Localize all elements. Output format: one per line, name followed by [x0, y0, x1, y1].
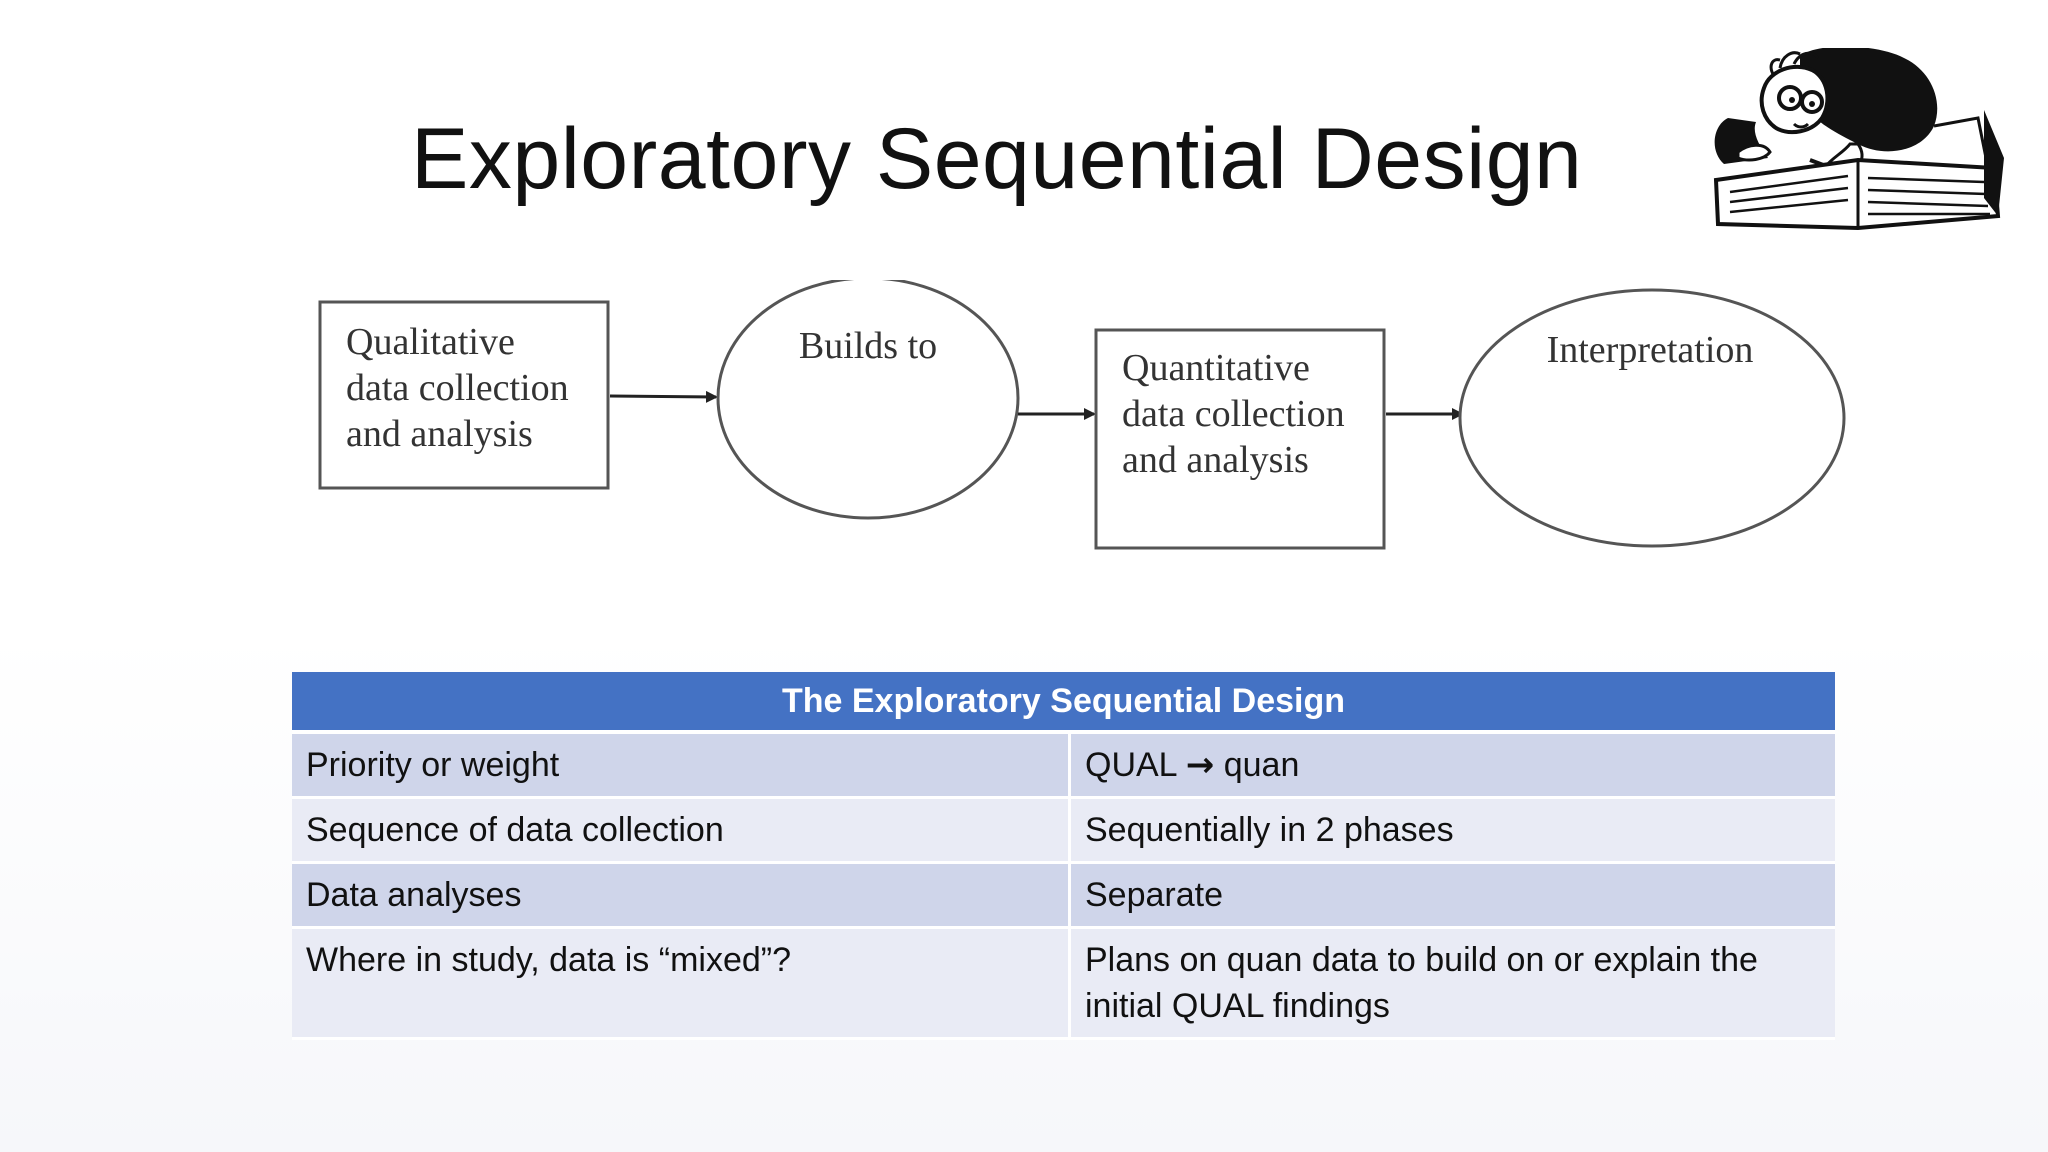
- row-label: Data analyses: [292, 864, 1071, 929]
- row-value-line1: Plans on quan data to build on or explai…: [1085, 941, 1758, 979]
- node-quantitative-line1: Quantitative: [1122, 347, 1310, 389]
- diagram-node-quantitative: Quantitative data collection and analysi…: [1094, 328, 1386, 550]
- diagram-node-qualitative: Qualitative data collection and analysis: [318, 300, 610, 490]
- node-qualitative-line1: Qualitative: [346, 321, 515, 363]
- flow-diagram: Qualitative data collection and analysis…: [318, 280, 1846, 550]
- design-summary-table: The Exploratory Sequential Design Priori…: [292, 672, 1835, 1040]
- row-value: Plans on quan data to build on or explai…: [1071, 929, 1835, 1040]
- table-row: Where in study, data is “mixed”? Plans o…: [292, 929, 1835, 1040]
- row-value: QUAL → quan: [1071, 734, 1835, 799]
- row-value-line2: initial QUAL findings: [1085, 987, 1390, 1025]
- table-row: Priority or weight QUAL → quan: [292, 734, 1835, 799]
- row-value: Sequentially in 2 phases: [1071, 799, 1835, 864]
- node-qualitative-line3: and analysis: [346, 413, 533, 455]
- table-row: Sequence of data collection Sequentially…: [292, 799, 1835, 864]
- table-row: Data analyses Separate: [292, 864, 1835, 929]
- arrow-right-icon: →: [1185, 745, 1215, 785]
- diagram-node-interpretation: Interpretation: [1458, 288, 1846, 548]
- table-header: The Exploratory Sequential Design: [292, 672, 1835, 734]
- value-quan-text: quan: [1223, 746, 1300, 784]
- diagram-arrow-1: [609, 390, 718, 403]
- reading-person-with-book-icon: [1713, 48, 2004, 231]
- value-qual-text: QUAL: [1085, 746, 1177, 784]
- row-value: Separate: [1071, 864, 1835, 929]
- row-label: Sequence of data collection: [292, 799, 1071, 864]
- node-quantitative-line2: data collection: [1122, 393, 1345, 435]
- node-quantitative-line3: and analysis: [1122, 439, 1309, 481]
- slide-title: Exploratory Sequential Design: [411, 111, 1583, 207]
- node-interpretation-label: Interpretation: [1547, 329, 1754, 371]
- node-qualitative-line2: data collection: [346, 367, 569, 409]
- diagram-node-builds-to: Builds to: [716, 280, 1020, 520]
- row-label: Where in study, data is “mixed”?: [292, 929, 1071, 1040]
- row-label: Priority or weight: [292, 734, 1071, 799]
- node-builds-to-label: Builds to: [799, 325, 937, 367]
